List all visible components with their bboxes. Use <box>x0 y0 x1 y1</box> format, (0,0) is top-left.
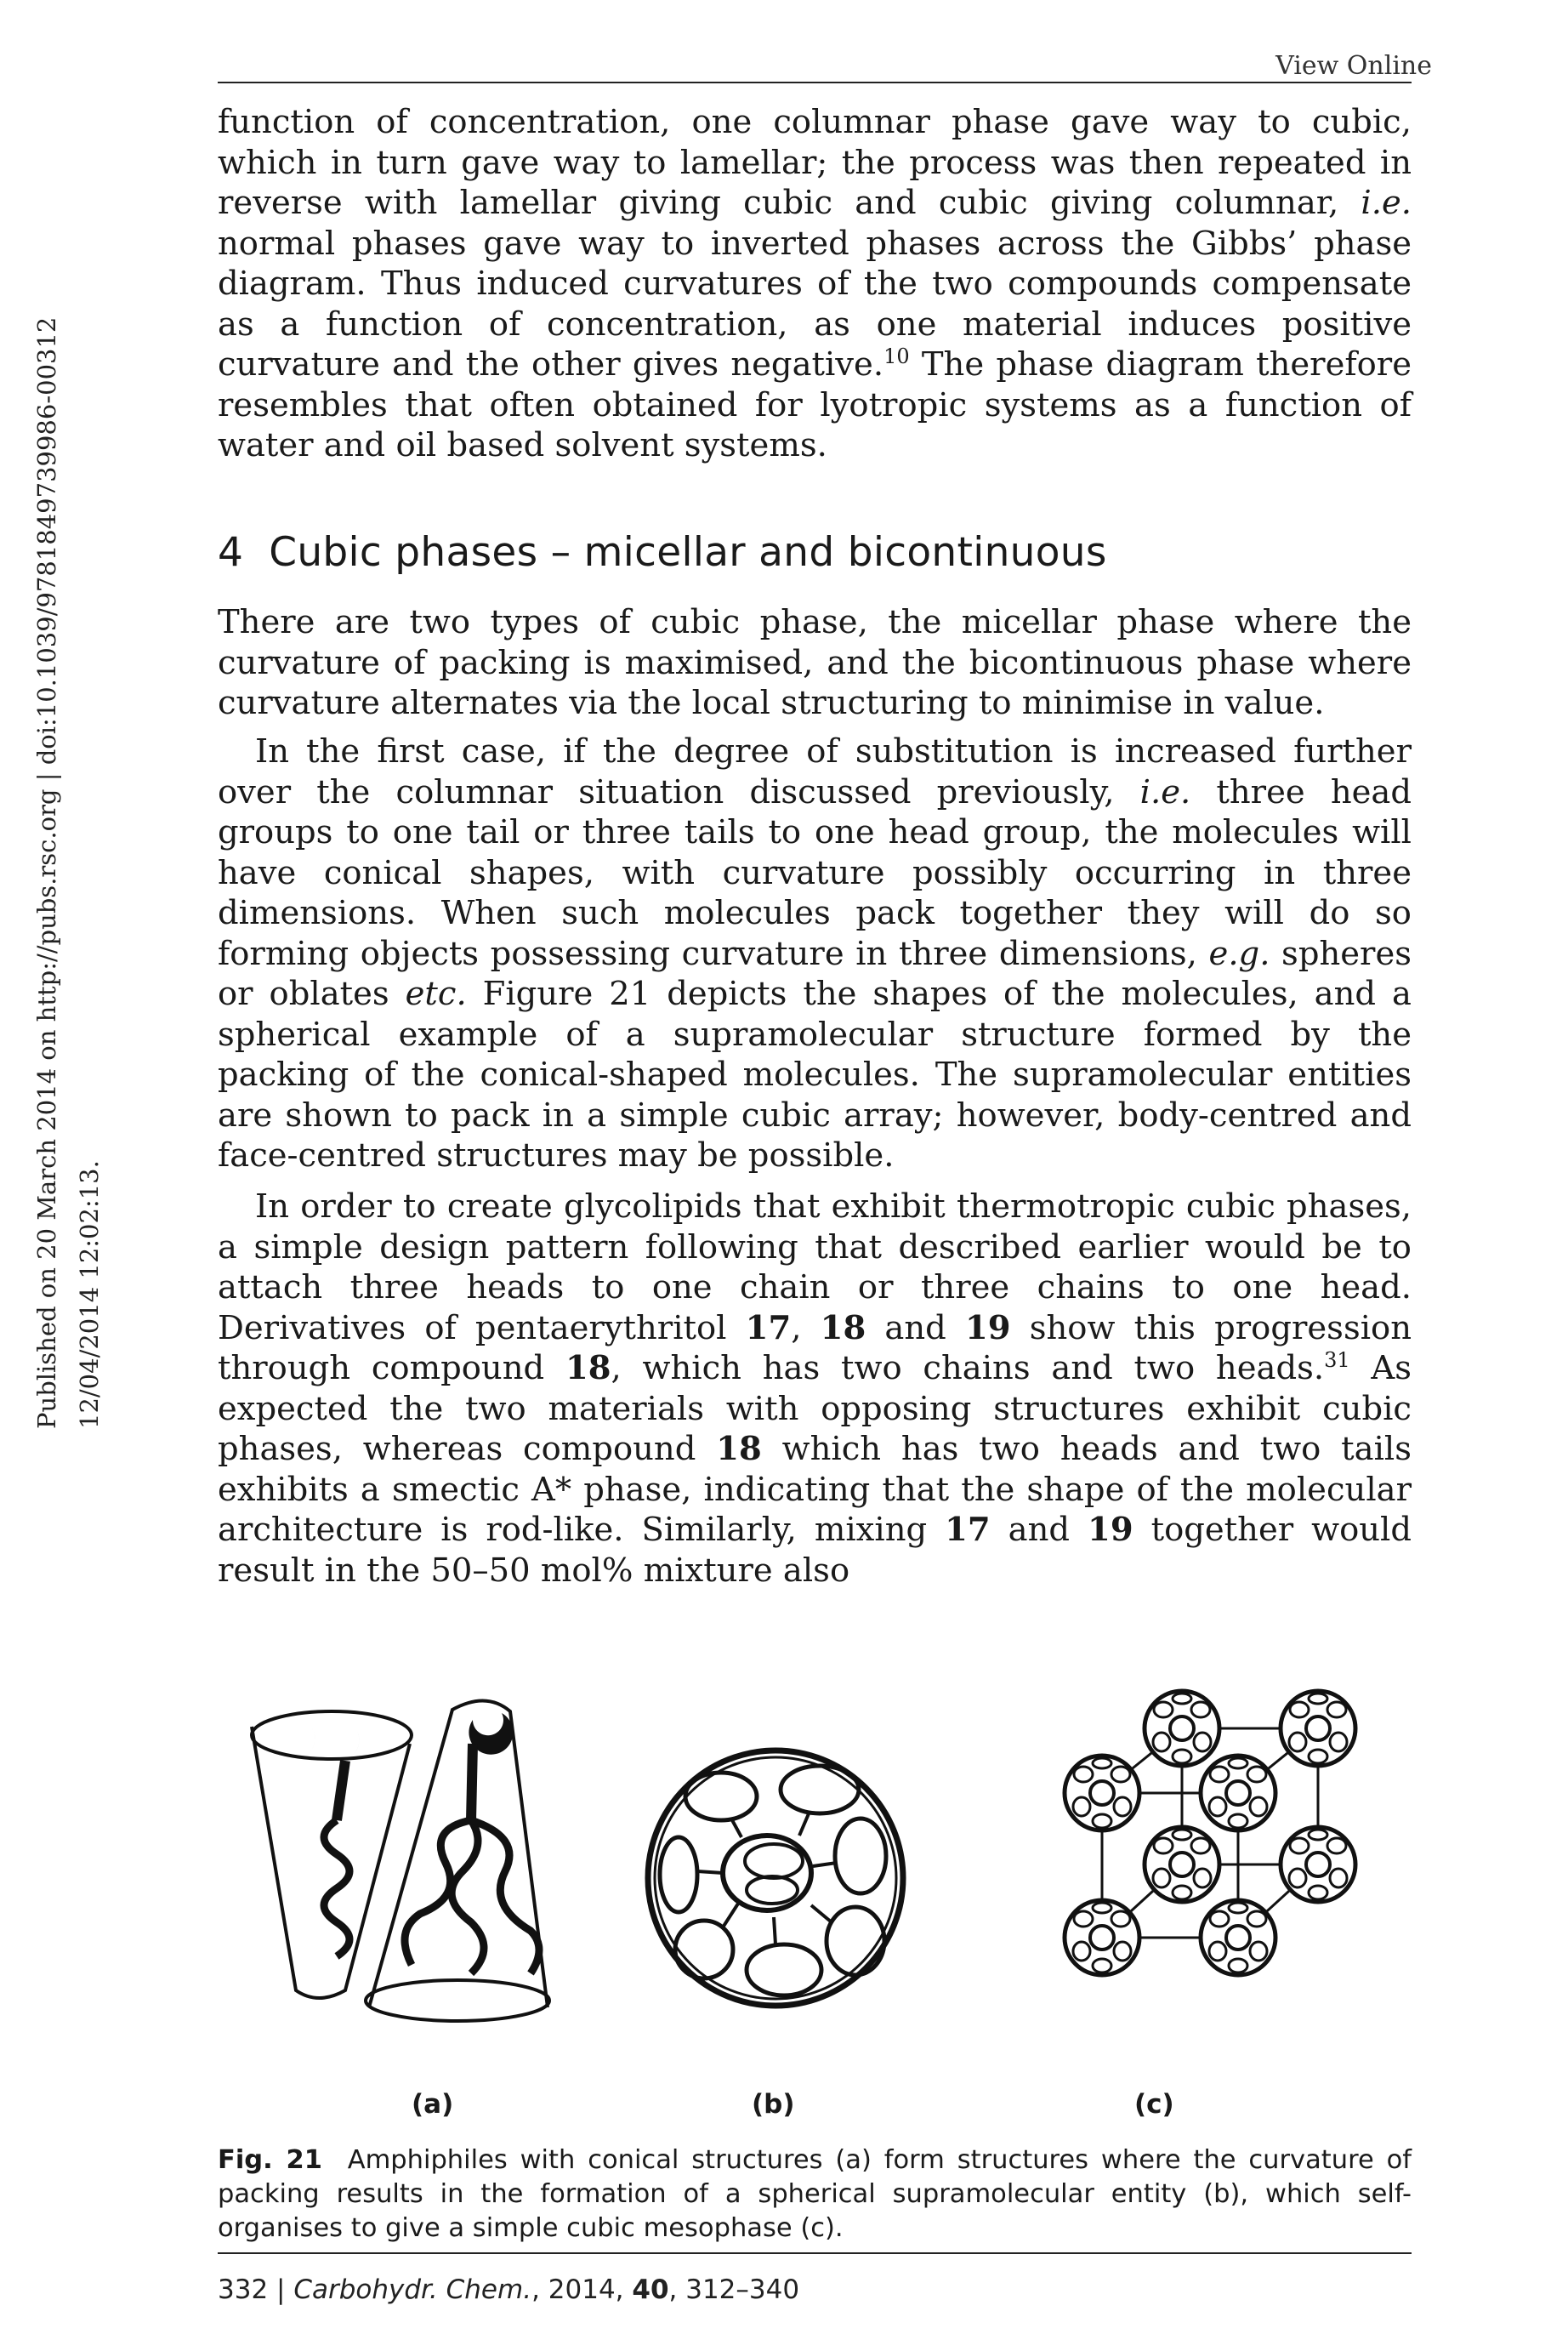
text-run: and <box>866 1308 965 1347</box>
compound-19: 19 <box>964 1308 1011 1347</box>
compound-17: 17 <box>945 1511 991 1549</box>
text-run: The phase diagram therefore resembles th… <box>218 345 1412 464</box>
text-run: which has two heads and two tails exhibi… <box>218 1430 1412 1549</box>
text-run-italic: etc. <box>405 975 467 1013</box>
reference-10[interactable]: 10 <box>883 344 910 369</box>
text-run: show this progression through compound <box>218 1308 1412 1388</box>
body-paragraph-2: There are two types of cubic phase, the … <box>218 602 1412 724</box>
text-run: , which has two chains and two heads. <box>611 1349 1325 1387</box>
figure-21 <box>218 1650 1412 2075</box>
body-paragraph-3: In the first case, if the degree of subs… <box>218 731 1412 1176</box>
stamp-date-line: 12/04/2014 12:02:13. <box>75 1160 104 1429</box>
section-number: 4 <box>218 529 244 576</box>
text-run: together would result in the 50–50 mol% … <box>218 1511 1412 1590</box>
caption-text: Amphiphiles with conical structures (a) … <box>218 2145 1420 2243</box>
text-run: , <box>791 1308 821 1347</box>
view-online-link[interactable]: View Online <box>1275 51 1432 81</box>
footer-rule <box>218 2252 1412 2254</box>
text-run: In order to create glycolipids that exhi… <box>218 1187 1412 1347</box>
text-run-italic: i.e. <box>1139 772 1191 811</box>
spherical-micelle <box>645 1747 906 2009</box>
panel-label-a: (a) <box>412 2089 454 2120</box>
text-run: Figure 21 de­picts the shapes of the mol… <box>218 975 1412 1175</box>
body-paragraph-4: In order to create glycolipids that exhi… <box>218 1187 1412 1591</box>
compound-17: 17 <box>745 1308 792 1347</box>
text-run: normal phases gave way to inverted phase… <box>218 224 1412 384</box>
text-run: As expected the two materials with oppos… <box>218 1349 1412 1468</box>
page-footer: 332 | Carbohydr. Chem., 2014, 40, 312–34… <box>218 2274 799 2305</box>
figure-21-illustration <box>250 1650 1412 2023</box>
text-run-italic: i.e. <box>1361 184 1412 222</box>
reference-31[interactable]: 31 <box>1324 1348 1350 1373</box>
section-title: Cubic phases – micellar and bicontinuous <box>269 529 1107 576</box>
header-rule <box>218 82 1412 83</box>
cone-molecule-left <box>250 1710 413 2000</box>
text-run: spheres or oblates <box>218 934 1412 1014</box>
panel-label-b: (b) <box>752 2089 795 2120</box>
cubic-lattice <box>1065 1691 1355 1975</box>
body-paragraph-1: function of concentration, one columnar … <box>218 102 1412 466</box>
compound-18: 18 <box>565 1349 611 1387</box>
text-run: function of concentration, one columnar … <box>218 103 1412 222</box>
text-run: In the first case, if the degree of subs… <box>218 732 1412 811</box>
publication-stamp: Published on 20 March 2014 on http://pub… <box>26 68 119 1429</box>
page-range: , 312–340 <box>668 2274 800 2305</box>
text-run: three head groups to one tail or three t… <box>218 772 1412 973</box>
compound-19: 19 <box>1088 1511 1133 1549</box>
compound-18: 18 <box>716 1430 762 1468</box>
figure-number: Fig. 21 <box>218 2145 322 2175</box>
volume-number: 40 <box>632 2274 669 2305</box>
text-run: and <box>990 1511 1088 1549</box>
footer-separator: | <box>268 2274 294 2305</box>
journal-name: Carbohydr. Chem. <box>293 2274 532 2305</box>
panel-label-c: (c) <box>1134 2089 1174 2120</box>
text-run: There are two types of cubic phase, the … <box>218 603 1412 722</box>
figure-caption: Fig. 21 Amphiphiles with conical structu… <box>218 2143 1412 2246</box>
text-run-italic: e.g. <box>1208 934 1270 973</box>
section-heading: 4 Cubic phases – micellar and bicontinuou… <box>218 529 1107 576</box>
stamp-published-line: Published on 20 March 2014 on http://pub… <box>32 316 61 1429</box>
compound-18: 18 <box>820 1308 866 1347</box>
page-number: 332 <box>218 2274 269 2305</box>
footer-year: , 2014, <box>531 2274 633 2305</box>
cone-molecule-right <box>364 1699 551 2023</box>
